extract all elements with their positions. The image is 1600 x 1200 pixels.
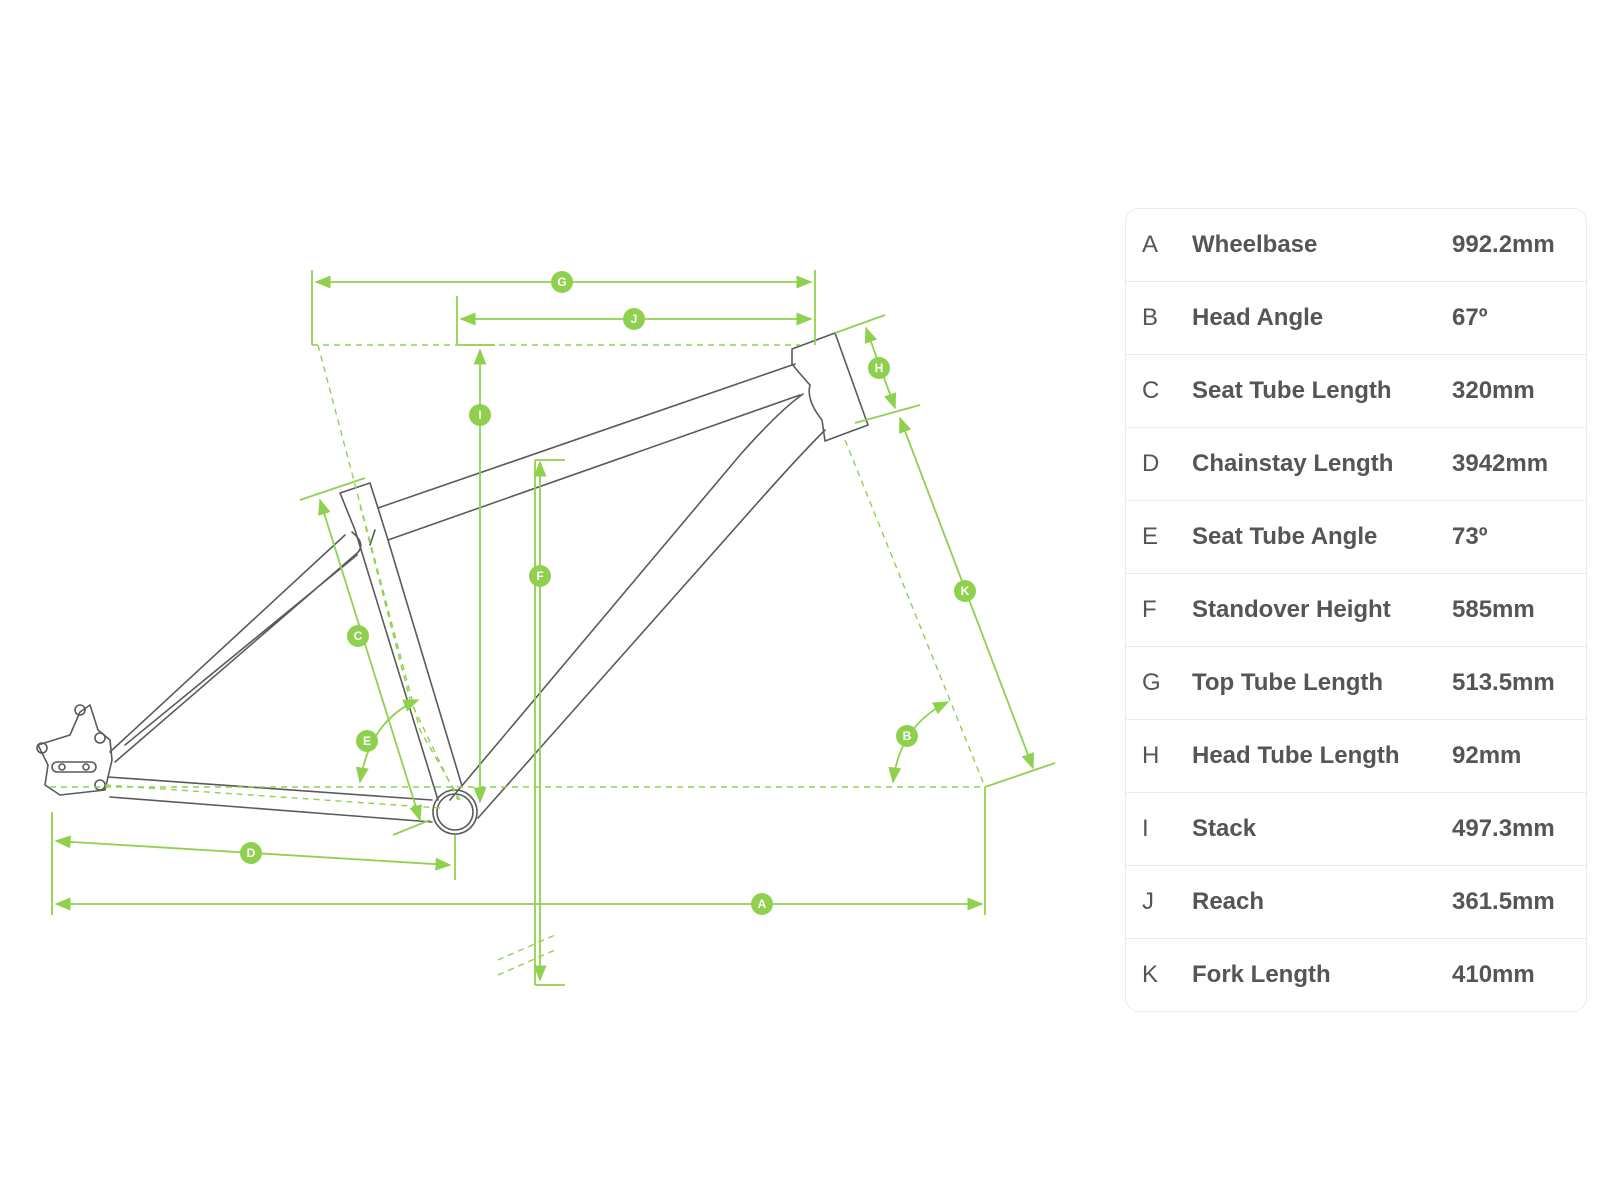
frame-outline — [36, 332, 869, 835]
spec-letter: D — [1142, 450, 1160, 477]
spec-name: Seat Tube Angle — [1192, 523, 1378, 550]
seat-stay — [109, 531, 362, 763]
spec-value: 497.3mm — [1452, 815, 1555, 842]
spec-row: D Chainstay Length 3942mm — [1126, 428, 1586, 501]
spec-row: F Standover Height 585mm — [1126, 574, 1586, 647]
spec-letter: A — [1142, 231, 1159, 258]
spec-row: H Head Tube Length 92mm — [1126, 720, 1586, 793]
spec-row: G Top Tube Length 513.5mm — [1126, 647, 1586, 720]
spec-value: 513.5mm — [1452, 669, 1555, 696]
svg-text:C: C — [354, 629, 363, 643]
spec-name: Standover Height — [1192, 596, 1391, 623]
spec-value: 92mm — [1452, 742, 1522, 769]
spec-letter: B — [1142, 304, 1159, 331]
spec-name: Chainstay Length — [1192, 450, 1394, 477]
badge-A: A — [751, 893, 773, 915]
svg-text:F: F — [536, 569, 543, 583]
svg-text:H: H — [875, 361, 884, 375]
bottom-bracket — [432, 789, 478, 835]
spec-row: I Stack 497.3mm — [1126, 793, 1586, 866]
spec-name: Stack — [1192, 815, 1257, 842]
spec-row: C Seat Tube Length 320mm — [1126, 355, 1586, 428]
extension-lines — [50, 270, 1056, 986]
spec-name: Top Tube Length — [1192, 669, 1384, 696]
spec-letter: C — [1142, 377, 1160, 404]
spec-letter: J — [1142, 888, 1154, 915]
spec-row: K Fork Length 410mm — [1126, 939, 1586, 1011]
svg-text:B: B — [903, 729, 912, 743]
spec-row: B Head Angle 67º — [1126, 282, 1586, 355]
badge-F: F — [529, 565, 551, 587]
spec-row: J Reach 361.5mm — [1126, 866, 1586, 939]
bike-frame-geometry-diagram: A B C D E F G H I J K — [36, 270, 1056, 986]
dim-E-seat-angle — [355, 699, 420, 784]
dimension-lines — [54, 275, 1034, 982]
svg-text:G: G — [557, 275, 566, 289]
badge-C: C — [347, 625, 369, 647]
spec-letter: H — [1142, 742, 1160, 769]
rear-dropout — [37, 704, 113, 796]
spec-letter: E — [1142, 523, 1159, 550]
spec-row: E Seat Tube Angle 73º — [1126, 501, 1586, 574]
spec-value: 320mm — [1452, 377, 1535, 404]
svg-text:A: A — [758, 897, 767, 911]
spec-name: Seat Tube Length — [1192, 377, 1392, 404]
dim-C-seat-tube — [318, 498, 422, 822]
badge-J: J — [623, 308, 645, 330]
spec-value: 410mm — [1452, 961, 1535, 988]
badge-D: D — [240, 842, 262, 864]
spec-name: Fork Length — [1192, 961, 1331, 988]
svg-text:E: E — [363, 734, 371, 748]
spec-value: 73º — [1452, 523, 1488, 550]
badge-B: B — [896, 725, 918, 747]
spec-letter: I — [1142, 815, 1149, 842]
svg-text:K: K — [961, 584, 970, 598]
badge-K: K — [954, 580, 976, 602]
badge-G: G — [551, 271, 573, 293]
spec-value: 585mm — [1452, 596, 1535, 623]
spec-value: 67º — [1452, 304, 1488, 331]
spec-value: 992.2mm — [1452, 231, 1555, 258]
geometry-spec-table: A Wheelbase 992.2mm B Head Angle 67º C S… — [1125, 208, 1587, 1012]
spec-name: Head Tube Length — [1192, 742, 1400, 769]
spec-letter: G — [1142, 669, 1161, 696]
badge-H: H — [868, 357, 890, 379]
badge-E: E — [356, 730, 378, 752]
svg-text:D: D — [247, 846, 256, 860]
svg-text:J: J — [631, 312, 638, 326]
spec-letter: K — [1142, 961, 1159, 988]
head-tube — [791, 332, 869, 442]
spec-value: 361.5mm — [1452, 888, 1555, 915]
spec-name: Reach — [1192, 888, 1265, 915]
spec-row: A Wheelbase 992.2mm — [1126, 209, 1586, 282]
chain-stay — [107, 776, 433, 823]
top-tube — [377, 363, 801, 541]
badge-I: I — [469, 404, 491, 426]
spec-value: 3942mm — [1452, 450, 1549, 477]
svg-text:I: I — [478, 408, 481, 422]
spec-letter: F — [1142, 596, 1157, 623]
spec-name: Wheelbase — [1192, 231, 1318, 258]
down-tube — [449, 393, 826, 819]
spec-name: Head Angle — [1192, 304, 1324, 331]
